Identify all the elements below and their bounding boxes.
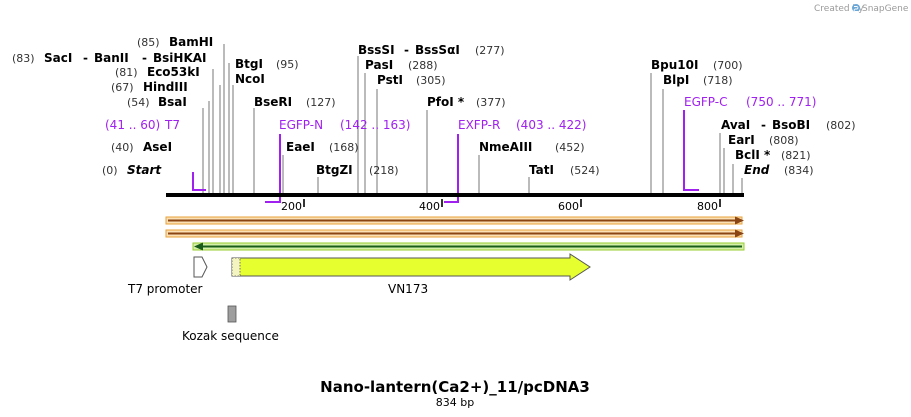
dash: - bbox=[142, 51, 147, 65]
site-pstI-position: (305) bbox=[416, 74, 446, 87]
map-title: Nano-lantern(Ca2+)_11/pcDNA3 bbox=[320, 378, 590, 396]
primer-egfp-n-range: (142 .. 163) bbox=[340, 118, 410, 132]
site-bseRI-position: (127) bbox=[306, 96, 336, 109]
orf-reverse[interactable] bbox=[192, 242, 745, 251]
end-position: (834) bbox=[784, 164, 814, 177]
site-earI-position: (808) bbox=[769, 134, 799, 147]
site-bsoBI-position: (802) bbox=[826, 119, 856, 132]
created-by-text: Created by bbox=[814, 4, 864, 14]
primer-t7[interactable]: T7 bbox=[164, 118, 180, 132]
feature-vn173-label: VN173 bbox=[388, 282, 428, 296]
snapgene-logo-icon bbox=[852, 4, 860, 12]
site-bssSI[interactable]: BssSI bbox=[358, 43, 395, 57]
feature-vn173[interactable] bbox=[231, 253, 591, 281]
primer-egfp-n[interactable]: EGFP-N bbox=[279, 118, 323, 132]
start-position: (0) bbox=[102, 164, 118, 177]
site-bamHI-position: (85) bbox=[137, 36, 160, 49]
orf-forward-2[interactable] bbox=[165, 229, 744, 238]
site-aseI[interactable]: AseI bbox=[143, 140, 172, 154]
start-label: Start bbox=[127, 163, 162, 177]
site-btgI-position: (95) bbox=[276, 58, 299, 71]
site-blpI[interactable]: BlpI bbox=[663, 73, 689, 87]
site-bamHI[interactable]: BamHI bbox=[169, 35, 213, 49]
primer-exfp-r[interactable]: EXFP-R bbox=[458, 118, 500, 132]
site-hindIII-position: (67) bbox=[111, 81, 134, 94]
site-sacI-position: (83) bbox=[12, 52, 35, 65]
site-blpI-position: (718) bbox=[703, 74, 733, 87]
site-ncoI[interactable]: NcoI bbox=[235, 72, 265, 86]
site-bsaI-position: (54) bbox=[127, 96, 150, 109]
feature-kozak-sequence[interactable] bbox=[227, 305, 237, 323]
dash: - bbox=[404, 43, 409, 57]
site-bssSaI[interactable]: BssSαI bbox=[415, 43, 460, 57]
site-leader-lines bbox=[202, 44, 743, 193]
site-earI[interactable]: EarI bbox=[728, 133, 755, 147]
site-bsiHKAI: BsiHKAI bbox=[153, 51, 207, 65]
site-eaeI-position: (168) bbox=[329, 141, 359, 154]
tick-label: 200 bbox=[281, 200, 302, 213]
snapgene-brand[interactable]: SnapGene bbox=[862, 4, 909, 14]
sequence-backbone bbox=[166, 193, 744, 197]
site-btgI[interactable]: BtgI bbox=[235, 57, 263, 71]
tick-label: 400 bbox=[419, 200, 440, 213]
site-bpu10I[interactable]: Bpu10I bbox=[651, 58, 698, 72]
site-bsoBI[interactable]: BsoBI bbox=[772, 118, 810, 132]
site-pfoI-position: (377) bbox=[476, 96, 506, 109]
site-nmeAIII[interactable]: NmeAIII bbox=[479, 140, 532, 154]
feature-kozak-label: Kozak sequence bbox=[182, 329, 279, 343]
site-pstI[interactable]: PstI bbox=[377, 73, 403, 87]
tick-label: 800 bbox=[697, 200, 718, 213]
site-avaI[interactable]: AvaI bbox=[721, 118, 750, 132]
feature-t7-promoter-label: T7 promoter bbox=[127, 282, 203, 296]
site-bclI-position: (821) bbox=[781, 149, 811, 162]
site-pasI[interactable]: PasI bbox=[365, 58, 393, 72]
feature-t7-promoter[interactable] bbox=[193, 256, 208, 278]
tick-marks bbox=[303, 199, 721, 207]
site-aseI-position: (40) bbox=[111, 141, 134, 154]
site-bpu10I-position: (700) bbox=[713, 59, 743, 72]
site-eco53kI-position: (81) bbox=[115, 66, 138, 79]
site-pfoI[interactable]: PfoI * bbox=[427, 95, 465, 109]
primer-t7-range: (41 .. 60) bbox=[105, 118, 160, 132]
tick-label: 600 bbox=[558, 200, 579, 213]
site-eco53kI[interactable]: Eco53kI bbox=[147, 65, 200, 79]
site-btgZI[interactable]: BtgZI bbox=[316, 163, 353, 177]
site-tatI[interactable]: TatI bbox=[529, 163, 554, 177]
site-btgZI-position: (218) bbox=[369, 164, 399, 177]
sequence-length: 834 bp bbox=[436, 396, 474, 409]
site-bseRI[interactable]: BseRI bbox=[254, 95, 292, 109]
dash: - bbox=[761, 118, 766, 132]
primer-marks bbox=[192, 110, 699, 203]
site-pasI-position: (288) bbox=[408, 59, 438, 72]
site-sacI-bamHI[interactable]: (83) SacI - BanII - BsiHKAI bbox=[12, 51, 207, 65]
site-bsaI[interactable]: BsaI bbox=[158, 95, 187, 109]
primer-egfp-c[interactable]: EGFP-C bbox=[684, 95, 727, 109]
end-label: End bbox=[744, 163, 770, 177]
orf-forward-1[interactable] bbox=[165, 216, 744, 225]
site-sacI: SacI bbox=[44, 51, 72, 65]
site-bclI[interactable]: BclI * bbox=[735, 148, 771, 162]
site-eaeI[interactable]: EaeI bbox=[286, 140, 315, 154]
site-banII: BanII bbox=[94, 51, 129, 65]
primer-exfp-r-range: (403 .. 422) bbox=[516, 118, 586, 132]
dash: - bbox=[83, 51, 88, 65]
primer-egfp-c-range: (750 .. 771) bbox=[746, 95, 816, 109]
site-hindIII[interactable]: HindIII bbox=[143, 80, 188, 94]
site-nmeAIII-position: (452) bbox=[555, 141, 585, 154]
site-bssSaI-position: (277) bbox=[475, 44, 505, 57]
site-tatI-position: (524) bbox=[570, 164, 600, 177]
